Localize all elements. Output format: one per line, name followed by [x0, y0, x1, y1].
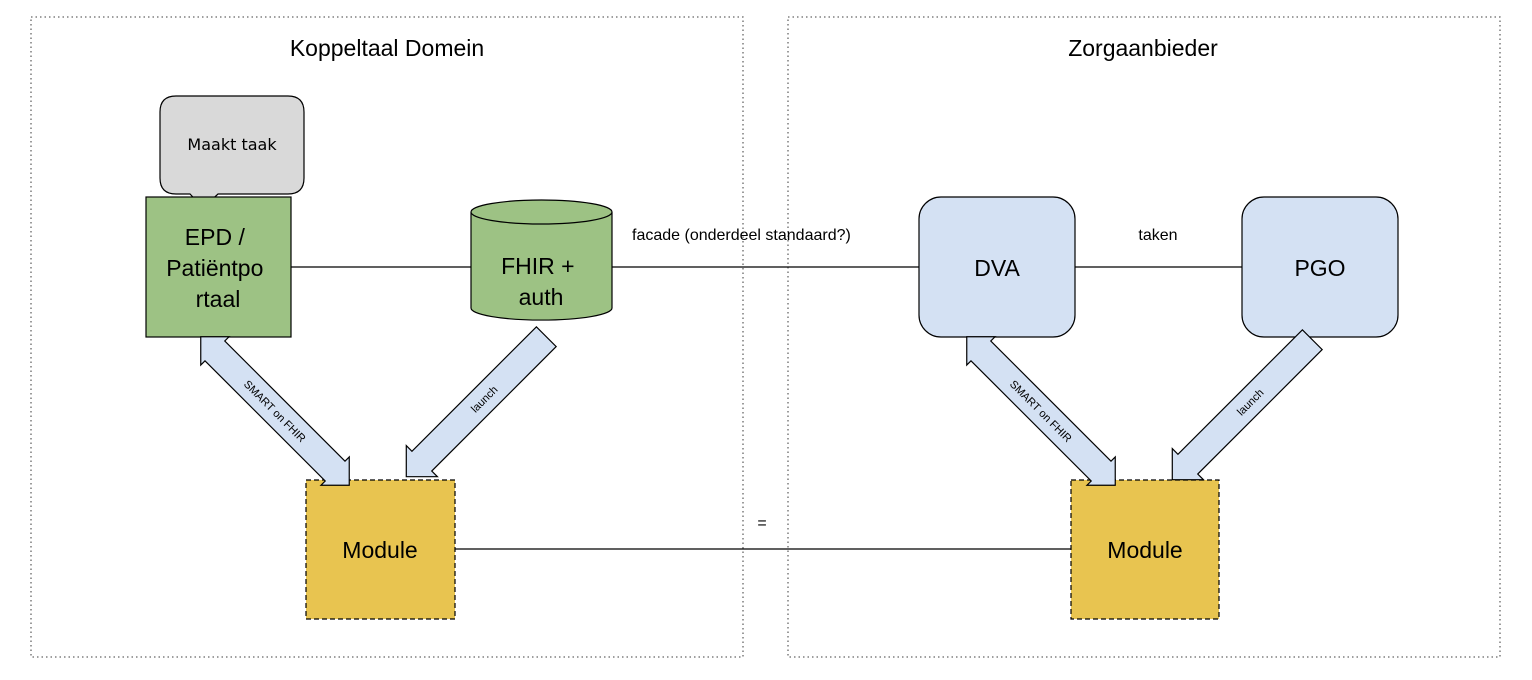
- pgo-box: [1241, 196, 1399, 338]
- dva-box: [918, 196, 1076, 338]
- epd-patientportaal-box: [145, 196, 292, 338]
- taken-label: taken: [1138, 227, 1177, 244]
- pgo-label: PGO: [1294, 255, 1345, 281]
- smart-on-fhir-label-right: SMART on FHIR: [1007, 378, 1074, 445]
- epd-label-line-3: rtaal: [196, 286, 241, 312]
- koppeltaal-domain-title: Koppeltaal Domein: [290, 35, 484, 61]
- fhir-label-line-1: FHIR +: [501, 253, 574, 279]
- launch-arrow-right: launch: [1171, 328, 1324, 481]
- equals-label: =: [757, 515, 766, 532]
- fhir-label: FHIR + auth: [501, 253, 581, 310]
- smart-on-fhir-arrow-left: SMART on FHIR: [200, 336, 350, 486]
- epd-label-line-2: Patiëntpo: [166, 255, 263, 281]
- maakt-taak-label: Maakt taak: [187, 135, 277, 154]
- smart-on-fhir-label-left: SMART on FHIR: [241, 378, 308, 445]
- zorgaanbieder-domain-title: Zorgaanbieder: [1068, 35, 1218, 61]
- launch-arrow-left: launch: [405, 325, 558, 478]
- dva-label: DVA: [974, 255, 1020, 281]
- koppeltaal-domain-frame: [30, 16, 744, 658]
- facade-label: facade (onderdeel standaard?): [632, 227, 851, 244]
- module-left-label: Module: [342, 537, 417, 563]
- smart-on-fhir-arrow-right: SMART on FHIR: [966, 336, 1116, 486]
- epd-label: EPD / Patiëntpo rtaal: [166, 224, 270, 312]
- zorgaanbieder-domain-frame: [787, 16, 1501, 658]
- fhir-label-line-2: auth: [519, 284, 564, 310]
- module-right-label: Module: [1107, 537, 1182, 563]
- fhir-auth-cylinder: [470, 199, 613, 321]
- module-right-box: [1070, 479, 1220, 620]
- epd-label-line-1: EPD /: [185, 224, 246, 250]
- module-left-box: [305, 479, 456, 620]
